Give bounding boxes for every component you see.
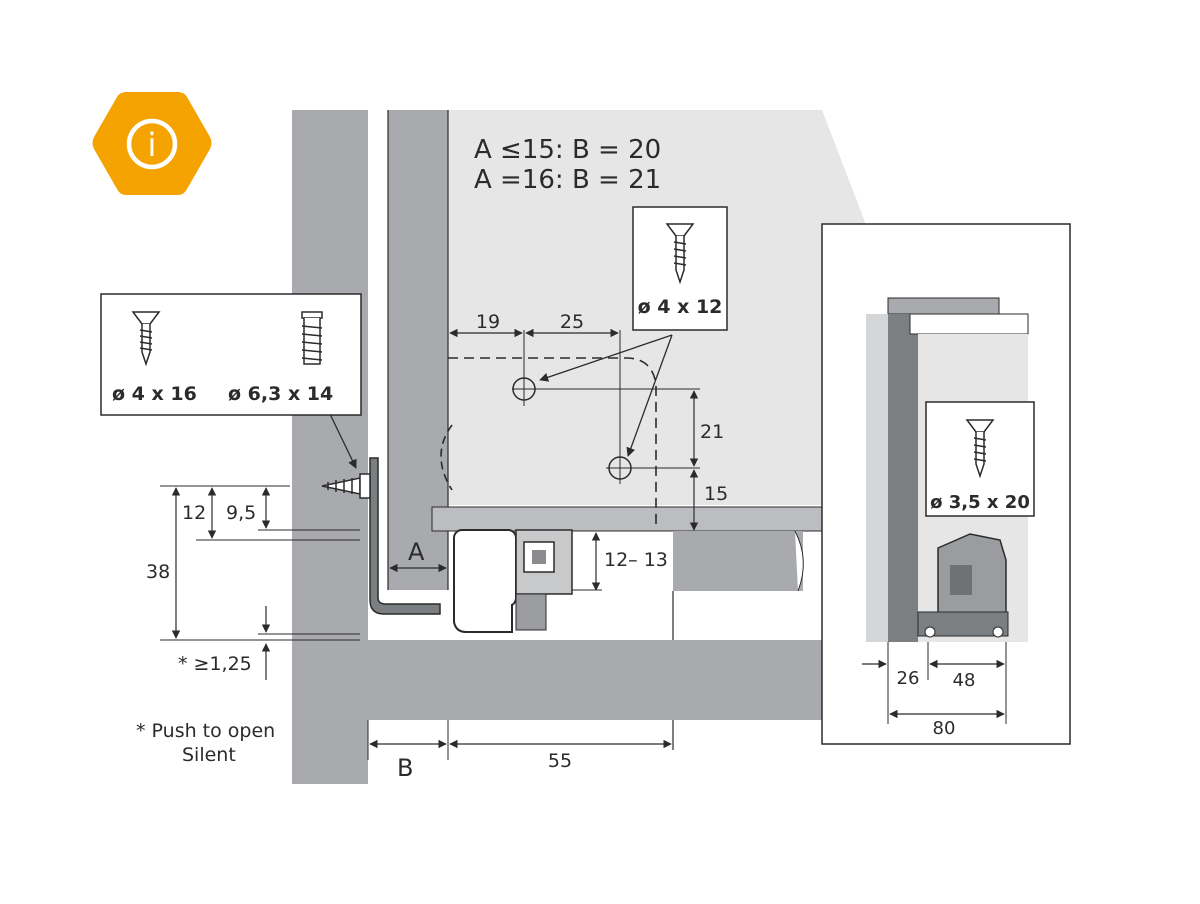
runner-mechanism: [917, 533, 1009, 638]
dimension-letter-a: A: [408, 538, 425, 566]
screw-box-top: ø 4 x 12: [632, 206, 728, 331]
screw-label-4x16: ø 4 x 16: [112, 383, 197, 405]
drill-hole-lower: [606, 330, 700, 484]
dimension-26: 26: [897, 668, 920, 689]
screw-label-6-3x14: ø 6,3 x 14: [228, 383, 333, 405]
dimension-25: 25: [560, 311, 584, 333]
countersunk-screw-icon: [965, 419, 995, 479]
info-badge[interactable]: i: [92, 90, 212, 197]
dimension-15: 15: [704, 483, 728, 505]
screw-label-4x12: ø 4 x 12: [638, 296, 723, 318]
countersunk-screw-icon: [665, 223, 695, 285]
screw-horizontal: [321, 473, 371, 499]
dimension-letter-b: B: [397, 754, 413, 782]
flange-screw-icon: [301, 311, 323, 365]
dimension-48: 48: [953, 670, 976, 691]
cabinet-wall: [292, 110, 368, 784]
dimension-21: 21: [700, 421, 724, 443]
drawer-bottom-panel: [431, 506, 823, 532]
footnote-line-2: Silent: [182, 744, 236, 766]
dimension-80: 80: [933, 718, 956, 739]
dimension-12: 12: [182, 502, 206, 524]
dimension-38: 38: [146, 561, 170, 583]
cabinet-bottom-shelf: [368, 640, 822, 720]
runner-block: [673, 531, 803, 591]
dimension-12-13: 12– 13: [604, 549, 668, 571]
formula-line-1: A ≤15: B = 20: [474, 135, 661, 165]
detail-view-box: ø 3,5 x 20 26 48 80: [821, 223, 1071, 745]
fitting-outline: [448, 357, 657, 530]
dimension-19: 19: [476, 311, 500, 333]
formula-line-2: A =16: B = 21: [474, 165, 661, 195]
dimension-55: 55: [548, 750, 572, 772]
info-hexagon: [92, 92, 212, 195]
dimension-9-5: 9,5: [226, 502, 256, 524]
info-icon: i: [92, 92, 212, 195]
info-glyph: i: [148, 126, 157, 164]
dimension-1-25: * ≥1,25: [178, 653, 252, 675]
screw-box-left: ø 4 x 16 ø 6,3 x 14: [100, 293, 362, 416]
drill-hole-upper: [512, 330, 700, 406]
locking-device: [453, 529, 573, 633]
mounting-bracket: [369, 457, 441, 615]
footnote-line-1: * Push to open: [136, 720, 275, 742]
screw-label-3-5x20: ø 3,5 x 20: [930, 492, 1030, 513]
countersunk-screw-icon: [131, 311, 161, 367]
